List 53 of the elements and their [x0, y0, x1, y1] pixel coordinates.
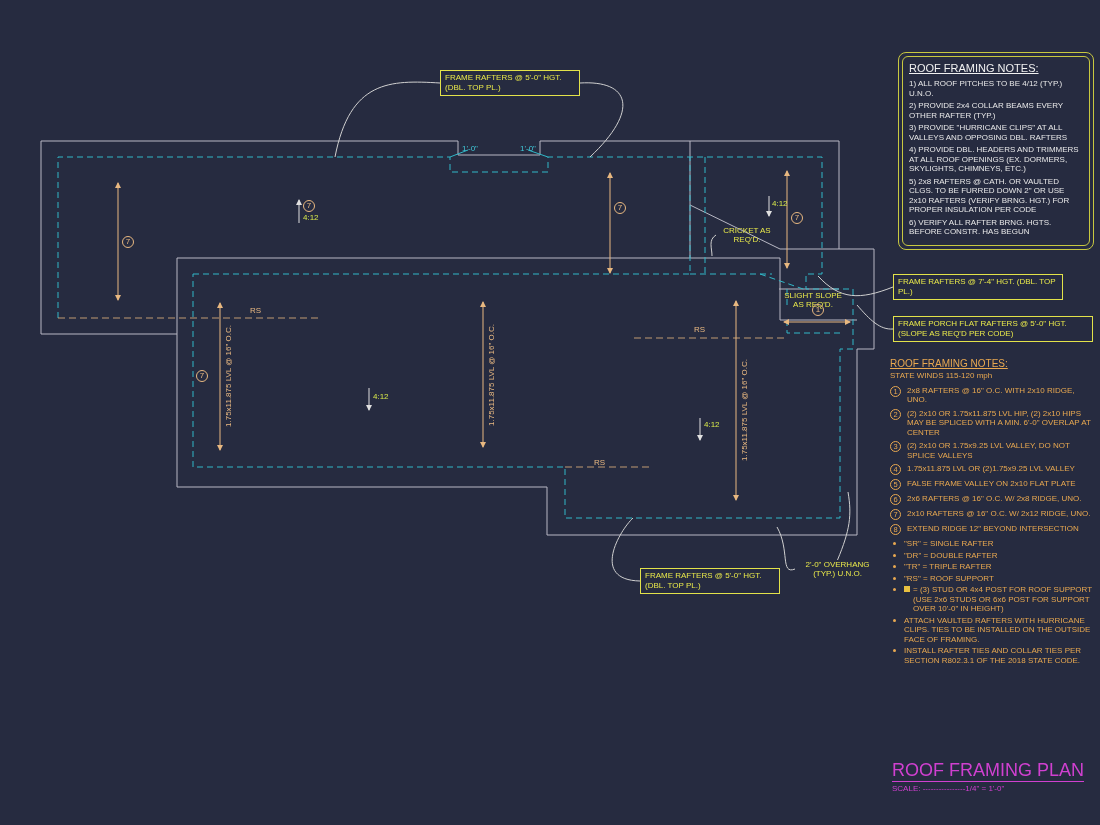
leader-line [710, 234, 717, 257]
callout-text: CRICKET AS REQ'D. [716, 226, 778, 244]
note-text: STATE WINDS 115-120 mph [890, 371, 994, 381]
callout-box: FRAME PORCH FLAT RAFTERS @ 5'-0" HGT. (SLOPE AS REQ'D PER CODE) [893, 316, 1093, 342]
note-text: 2x6 RAFTERS @ 16" O.C. W/ 2x8 RIDGE, UNO. [907, 494, 1082, 504]
note-text: 4) PROVIDE DBL. HEADERS AND TRIMMERS AT ALL ROOF OPENINGS (EX. DORMERS, SKYLIGHTS, CHIMNEYS, ETC.) [909, 145, 1080, 174]
callout-box: FRAME RAFTERS @ 5'-0" HGT. (DBL. TOP PL.) [440, 70, 580, 96]
scale-note: SCALE: ----------------1/4" = 1'-0" [892, 784, 1005, 793]
dimension-label: 1'-0" [462, 144, 478, 153]
callout-box: FRAME RAFTERS @ 5'-0" HGT. (DBL. TOP PL.) [640, 568, 780, 594]
note-text: 1.75x11.875 LVL OR (2)1.75x9.25 LVL VALLEY [907, 464, 1075, 474]
note-text: 2) PROVIDE 2x4 COLLAR BEAMS EVERY OTHER RAFTER (TYP.) [909, 101, 1064, 120]
leader-line [817, 275, 894, 297]
notes-heading: ROOF FRAMING NOTES: [909, 62, 1040, 74]
notes-panel [898, 52, 1094, 250]
member-label: 1.75x11.875 LVL @ 16" O.C. [223, 325, 233, 427]
note-text: 5) 2x8 RAFTERS @ CATH. OR VAULTED CLGS. TO BE FURRED DOWN 2" OR USE 2x10 RAFTERS (VERIFY BRNG. HGT.) FOR PROPER INSULATION PER CODE [909, 176, 1071, 215]
note-text: 2x8 RAFTERS @ 16" O.C. WITH 2x10 RIDGE, UNO. [907, 385, 1076, 405]
member-label: 1.75x11.875 LVL @ 16" O.C. [486, 324, 496, 426]
note-text: "TR" = TRIPLE RAFTER [904, 562, 992, 572]
note-text: 1) ALL ROOF PITCHES TO BE 4/12 (TYP.) U.N.O. [909, 79, 1064, 98]
pitch-label: 4:12 [704, 420, 720, 429]
pitch-label: 4:12 [303, 213, 319, 222]
dimension-label: 1'-0" [520, 144, 536, 153]
note-text: ATTACH VAULTED RAFTERS WITH HURRICANE CLIPS. TIES TO BE INSTALLED ON THE OUTSIDE FACE OF FRAMING. [904, 615, 1092, 644]
callout-text: 2'-0" OVERHANG (TYP.) U.N.O. [795, 560, 880, 578]
drawing-title: ROOF FRAMING PLAN [892, 760, 1084, 782]
callout-box: FRAME RAFTERS @ 7'-4" HGT. (DBL. TOP PL.) [893, 274, 1063, 300]
ridge-support-label: RS [594, 458, 606, 467]
leader-line [334, 81, 441, 158]
note-text: 6) VERIFY ALL RAFTER BRNG. HGTS. BEFORE CONSTR. HAS BEGUN [909, 217, 1053, 237]
note-text: SLIGHT SLOPE AS REQ'D. [783, 291, 843, 309]
pitch-label: 4:12 [373, 392, 389, 401]
note-text: (2) 2x10 OR 1.75x9.25 LVL VALLEY, DO NOT SPLICE VALLEYS [907, 441, 1071, 460]
note-text: INSTALL RAFTER TIES AND COLLAR TIES PER SECTION R802.3.1 OF THE 2018 STATE CODE. [904, 646, 1083, 665]
note-text: (2) 2x10 OR 1.75x11.875 LVL HIP, (2) 2x10 HIPS MAY BE SPLICED WITH A MIN. 6'-0" OVERLAP AT CENTER [907, 408, 1092, 437]
leader-line [856, 304, 894, 330]
note-text: = (3) STUD OR 4x4 POST FOR ROOF SUPPORT (USE 2x6 STUDS OR 6x6 POST FOR SUPPORT OVER 10'-0" IN HEIGHT) [913, 585, 1093, 614]
leader-line [611, 517, 641, 582]
notes-heading: ROOF FRAMING NOTES: [890, 358, 1009, 369]
ridge-support-label: RS [694, 325, 706, 334]
note-text: 3) PROVIDE "HURRICANE CLIPS" AT ALL VALLEYS AND OPPOSING DBL. RAFTERS [909, 123, 1069, 142]
note-text: FALSE FRAME VALLEY ON 2x10 FLAT PLATE [907, 479, 1076, 489]
note-text: EXTEND RIDGE 12" BEYOND INTERSECTION [907, 524, 1079, 534]
note-text: "SR" = SINGLE RAFTER [904, 539, 994, 549]
pitch-label: 4:12 [772, 199, 788, 208]
ridge-support-label: RS [250, 306, 262, 315]
note-text: "RS" = ROOF SUPPORT [904, 573, 994, 583]
note-text: 2x10 RAFTERS @ 16" O.C. W/ 2x12 RIDGE, UNO. [907, 509, 1091, 519]
member-label: 1.75x11.875 LVL @ 16" O.C. [739, 359, 749, 461]
leader-line [579, 82, 624, 158]
leader-line [837, 491, 851, 561]
note-text: "DR" = DOUBLE RAFTER [904, 550, 998, 560]
